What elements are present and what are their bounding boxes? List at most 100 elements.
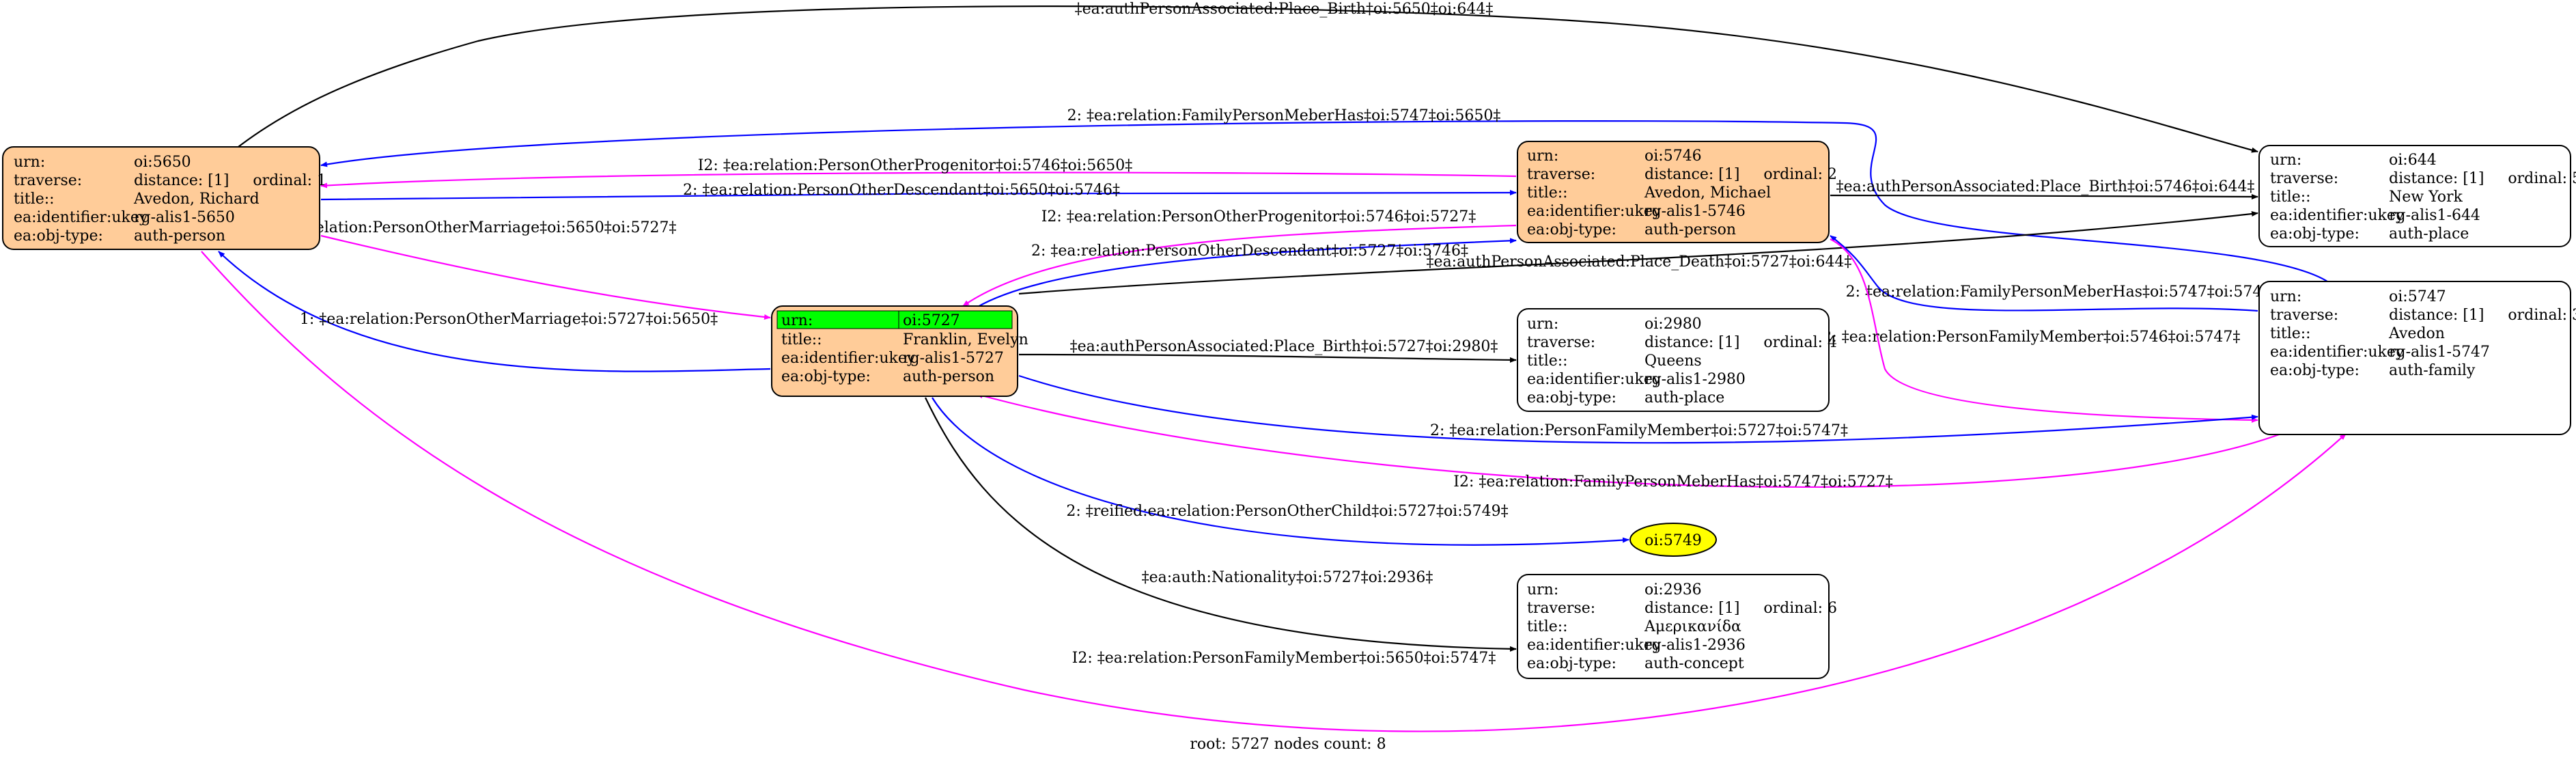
node-key: urn: bbox=[1527, 316, 1558, 333]
node-key: urn: bbox=[2270, 152, 2301, 169]
node-5746[interactable]: urn: oi:5746 traverse: distance: [1] ord… bbox=[1517, 141, 1837, 243]
node-644[interactable]: urn: oi:644 traverse: distance: [1] ordi… bbox=[2258, 145, 2576, 247]
node-value: distance: [1] ordinal: 4 bbox=[1644, 334, 1837, 351]
node-value: Avedon bbox=[2388, 325, 2445, 342]
node-value: auth-person bbox=[134, 227, 225, 245]
node-value: oi:5746 bbox=[1644, 148, 1702, 165]
node-key: ea:obj-type: bbox=[2270, 225, 2360, 243]
node-value: auth-place bbox=[1644, 389, 1724, 406]
edge-label: ‡ea:authPersonAssociated:Place_Birth‡oi:… bbox=[1836, 178, 2255, 195]
edge-label: ‡ea:auth:Nationality‡oi:5727‡oi:2936‡ bbox=[1142, 569, 1433, 586]
edge-label: 1: ‡ea:relation:PersonOtherMarriage‡oi:5… bbox=[300, 311, 718, 328]
node-value: auth-concept bbox=[1644, 655, 1744, 672]
node-value: auth-person bbox=[1644, 221, 1736, 238]
node-value: New York bbox=[2389, 189, 2463, 206]
node-value: Αμερικανίδα bbox=[1644, 618, 1741, 635]
node-key: traverse: bbox=[2270, 170, 2338, 187]
node-key: traverse: bbox=[2270, 307, 2338, 324]
node-key: ea:identifier:ukey bbox=[2270, 344, 2405, 361]
edge-label: I2: ‡ea:relation:PersonOtherProgenitor‡o… bbox=[1041, 208, 1476, 225]
edge-label: ‡ea:authPersonAssociated:Place_Birth‡oi:… bbox=[1070, 338, 1498, 355]
node-key: title:: bbox=[2270, 189, 2311, 206]
edge-5727-5650-marriage bbox=[218, 251, 771, 372]
node-value: oi:644 bbox=[2389, 152, 2437, 169]
edge-5650-644-birth bbox=[235, 5, 2258, 153]
node-key: title:: bbox=[1527, 184, 1568, 202]
node-value: rg-alis1-644 bbox=[2389, 207, 2480, 224]
node-key: traverse: bbox=[14, 172, 82, 189]
node-key: urn: bbox=[1527, 581, 1558, 598]
edge-label: I2: ‡ea:relation:FamilyPersonMeberHas‡oi… bbox=[1453, 473, 1892, 491]
node-key: title:: bbox=[14, 191, 55, 208]
edge-5746-5727-progenitor bbox=[962, 224, 1517, 307]
node-value: rg-alis1-5727 bbox=[903, 350, 1004, 367]
edge-5727-644-death bbox=[1018, 211, 2258, 295]
node-5747[interactable]: urn: oi:5747 traverse: distance: [1] ord… bbox=[2258, 281, 2576, 435]
node-label: oi:5749 bbox=[1644, 532, 1702, 549]
node-value: oi:2980 bbox=[1644, 316, 1702, 333]
node-value: rg-alis1-2936 bbox=[1644, 637, 1746, 654]
node-2980[interactable]: urn: oi:2980 traverse: distance: [1] ord… bbox=[1517, 308, 1837, 412]
node-key: ea:identifier:ukey bbox=[2270, 207, 2405, 224]
node-value: rg-alis1-5650 bbox=[134, 209, 235, 226]
node-key: urn: bbox=[2270, 288, 2301, 305]
edge-5746-644-birth bbox=[1830, 193, 2258, 199]
node-key: ea:obj-type: bbox=[781, 368, 871, 385]
node-5727-root[interactable]: urn: oi:5727 title:: Franklin, Evelyn ea… bbox=[771, 305, 1028, 397]
node-key: ea:identifier:ukey bbox=[1527, 371, 1662, 388]
edge-label: I2: ‡ea:relation:PersonFamilyMember‡oi:5… bbox=[1072, 650, 1496, 667]
node-key: traverse: bbox=[1527, 334, 1595, 351]
node-5650[interactable]: urn: oi:5650 traverse: distance: [1] ord… bbox=[2, 146, 326, 250]
node-value: auth-place bbox=[2389, 225, 2469, 243]
node-key: ea:identifier:ukey bbox=[781, 350, 916, 367]
node-key: title:: bbox=[1527, 618, 1568, 635]
edge-label: 2: ‡ea:relation:PersonOtherDescendant‡oi… bbox=[683, 182, 1120, 199]
node-key: traverse: bbox=[1527, 600, 1595, 617]
node-key: ea:identifier:ukey bbox=[14, 209, 148, 226]
node-key: urn: bbox=[1527, 148, 1558, 165]
edge-5746-5650-progenitor bbox=[320, 171, 1517, 189]
node-key: title:: bbox=[1527, 353, 1568, 370]
node-value: Franklin, Evelyn bbox=[903, 331, 1028, 348]
edge-label: 2: ‡ea:relation:PersonOtherDescendant‡oi… bbox=[1031, 243, 1468, 260]
node-key: ea:obj-type: bbox=[1527, 655, 1616, 672]
edge-label: 2: ‡ea:relation:FamilyPersonMeberHas‡oi:… bbox=[1067, 107, 1501, 124]
edge-5727-2936-nationality bbox=[925, 397, 1517, 652]
node-key: title:: bbox=[781, 331, 822, 348]
graph-footer: root: 5727 nodes count: 8 bbox=[1190, 736, 1386, 753]
node-value: distance: [1] ordinal: 5 bbox=[2389, 170, 2576, 187]
edge-label: 2: ‡ea:relation:FamilyPersonMeberHas‡oi:… bbox=[1846, 284, 2280, 301]
edge-5650-5746-descendant bbox=[320, 189, 1517, 201]
node-value: Avedon, Richard bbox=[133, 191, 260, 208]
edge-label: I1: ‡ea:relation:PersonOtherMarriage‡oi:… bbox=[253, 219, 677, 236]
node-value: oi:2936 bbox=[1644, 581, 1702, 598]
node-key: ea:identifier:ukey bbox=[1527, 637, 1662, 654]
node-key: ea:obj-type: bbox=[2270, 362, 2360, 379]
node-value: oi:5747 bbox=[2389, 288, 2446, 305]
node-key: ea:obj-type: bbox=[1527, 389, 1616, 406]
node-key: title:: bbox=[2270, 325, 2311, 342]
node-value: rg-alis1-2980 bbox=[1644, 371, 1746, 388]
edge-5727-5749-child bbox=[932, 397, 1629, 546]
node-value: distance: [1] ordinal: 3 bbox=[2389, 307, 2576, 324]
edge-label: 2: ‡reified:ea:relation:PersonOtherChild… bbox=[1066, 503, 1508, 520]
edge-label: ‡ea:authPersonAssociated:Place_Birth‡oi:… bbox=[1075, 1, 1494, 18]
node-value: distance: [1] ordinal: 1 bbox=[134, 172, 326, 189]
root-highlight bbox=[898, 310, 1013, 329]
node-key: traverse: bbox=[1527, 166, 1595, 183]
node-value: rg-alis1-5746 bbox=[1644, 203, 1746, 220]
node-value: rg-alis1-5747 bbox=[2389, 344, 2490, 361]
node-5749[interactable]: oi:5749 bbox=[1629, 523, 1717, 557]
edge-5727-5746-descendant bbox=[976, 238, 1517, 308]
edge-5727-5747-member bbox=[1018, 374, 2258, 444]
node-value: oi:5650 bbox=[134, 154, 191, 171]
edge-5747-5650-meber bbox=[320, 120, 2328, 282]
edge-5650-5727-marriage bbox=[320, 234, 771, 320]
node-key: ea:obj-type: bbox=[14, 227, 103, 245]
edge-label: ‡ea:authPersonAssociated:Place_Death‡oi:… bbox=[1427, 253, 1852, 271]
node-2936[interactable]: urn: oi:2936 traverse: distance: [1] ord… bbox=[1517, 574, 1837, 679]
edge-5747-5746-meber bbox=[1830, 235, 2258, 312]
node-key: urn: bbox=[14, 154, 45, 171]
